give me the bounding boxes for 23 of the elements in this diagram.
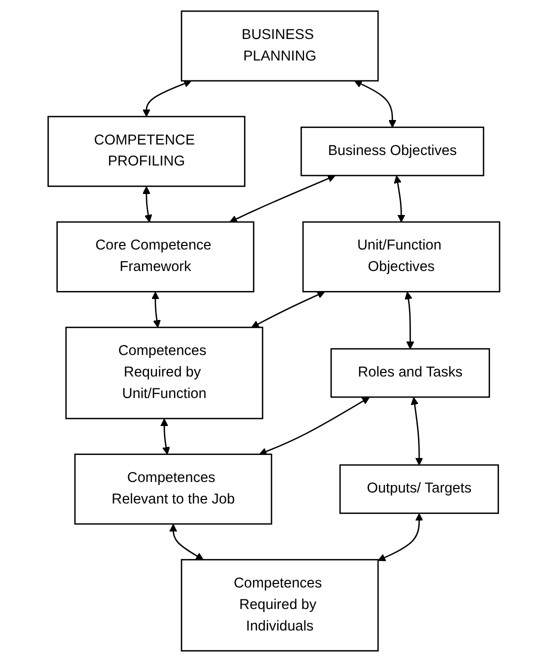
node-box: Business Objectives [300,126,484,176]
node-box: COMPETENCE PROFILING [48,116,246,187]
arrow [354,80,396,128]
node-box: Core Competence Framework [56,221,254,292]
arrow [404,292,414,350]
node-box: Outputs/ Targets [340,464,500,514]
arrow [378,513,424,562]
node-box: Roles and Tasks [330,348,490,398]
arrow [152,292,161,328]
node-box: Competences Required by Individuals [180,559,379,652]
arrow [259,396,370,456]
node-box: Competences Relevant to the Job [74,454,272,525]
arrow [142,80,192,117]
node-box: Unit/Function Objectives [302,221,500,292]
arrow [394,176,406,222]
arrow [251,291,326,328]
arrow [142,186,152,222]
arrow [230,174,336,223]
arrow [160,418,170,455]
arrow [169,524,204,560]
node-box: Competences Required by Unit/Function [65,326,264,420]
arrow [410,397,424,466]
node-box: BUSINESS PLANNING [180,10,379,82]
